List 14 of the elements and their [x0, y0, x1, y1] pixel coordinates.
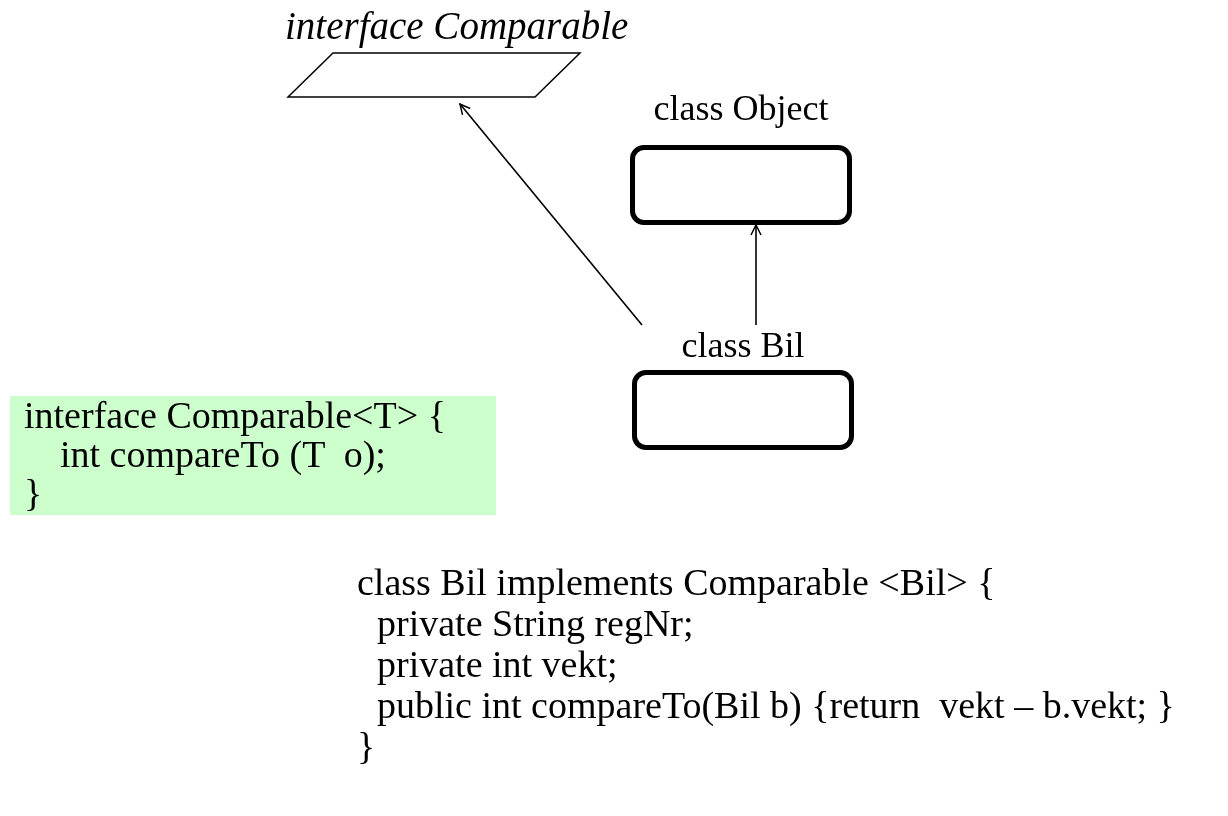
- code-line: private int vekt;: [376, 644, 618, 685]
- class-name: class Bil: [681, 325, 805, 365]
- code-note: [10, 396, 496, 515]
- class-name: class Object: [653, 88, 829, 128]
- code-line: }: [24, 474, 44, 513]
- code-line: }: [357, 726, 377, 767]
- code-line: interface Comparable<T> {: [24, 396, 447, 435]
- interface-name: interface Comparable: [285, 6, 629, 46]
- code-line: int compareTo (T o);: [59, 435, 386, 474]
- code-line: class Bil implements Comparable <Bil> {: [357, 562, 997, 603]
- code-line: private String regNr;: [376, 603, 694, 644]
- arrow: [459, 103, 643, 326]
- code-line: public int compareTo(Bil b) {return vekt – b.vekt; }: [376, 685, 1175, 726]
- arrow: [750, 224, 762, 326]
